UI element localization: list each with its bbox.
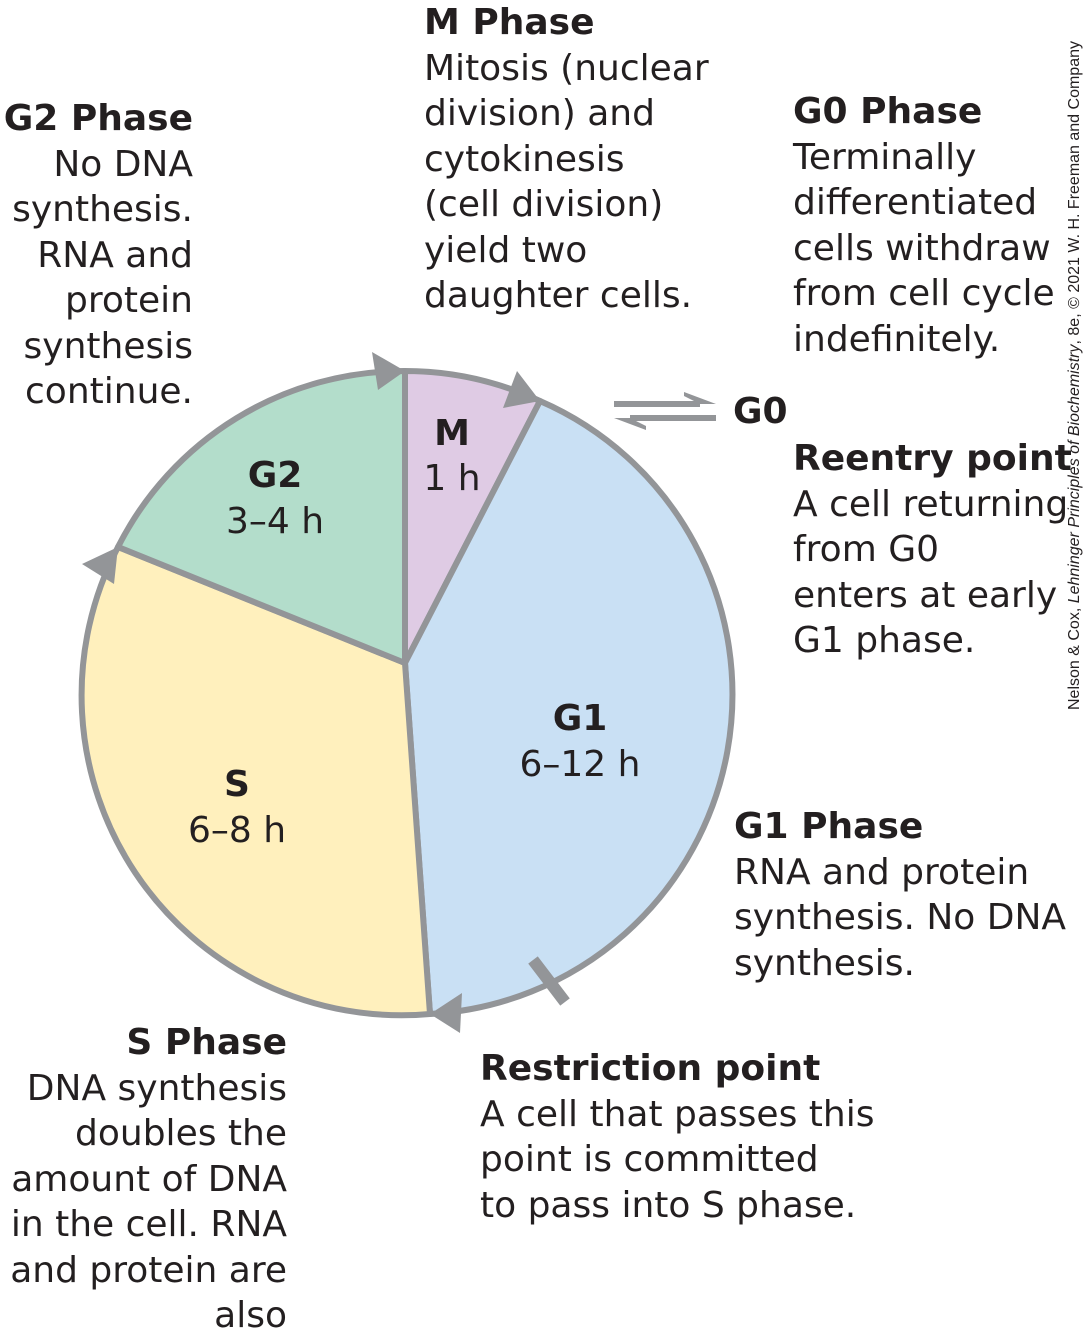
g2-phase-description: No DNA synthesis. RNA and protein synthe… bbox=[12, 143, 193, 413]
s-phase-title: S Phase bbox=[126, 1022, 287, 1063]
g1-phase-description: RNA and protein synthesis. No DNA synthe… bbox=[734, 851, 1067, 984]
copyright-credit: Nelson & Cox, Lehninger Principles of Bi… bbox=[1066, 41, 1084, 710]
g1-sector-duration: 6–12 h bbox=[520, 744, 641, 785]
g0-exchange-arrows bbox=[614, 392, 716, 430]
arrowhead-into-g2 bbox=[82, 547, 118, 584]
g2-sector-label: G2 bbox=[248, 455, 303, 496]
s-phase-description: DNA synthesis doubles the amount of DNA … bbox=[10, 1067, 287, 1337]
g0-phase-annotation: G0 Phase Terminally differentiated cells… bbox=[793, 89, 1055, 362]
g0-phase-description: Terminally differentiated cells withdraw… bbox=[793, 136, 1055, 360]
m-phase-description: Mitosis (nuclear division) and cytokines… bbox=[424, 47, 709, 317]
g2-phase-annotation: G2 Phase No DNA synthesis. RNA and prote… bbox=[4, 96, 193, 415]
arrowhead-into-g1 bbox=[503, 371, 540, 408]
m-sector-duration: 1 h bbox=[423, 458, 480, 499]
restriction-point-annotation: Restriction point A cell that passes thi… bbox=[480, 1046, 874, 1228]
restriction-point-marker bbox=[528, 956, 570, 1006]
s-sector-duration: 6–8 h bbox=[188, 810, 286, 851]
g1-phase-annotation: G1 Phase RNA and protein synthesis. No D… bbox=[734, 804, 1066, 986]
g2-sector bbox=[115, 367, 408, 666]
g2-sector-duration: 3–4 h bbox=[226, 501, 324, 542]
m-phase-title: M Phase bbox=[424, 2, 595, 43]
reentry-point-title: Reentry point bbox=[793, 438, 1072, 479]
s-sector bbox=[78, 544, 433, 1019]
credit-suffix: , 8e, © 2021 W. H. Freeman and Company bbox=[1066, 40, 1083, 345]
reentry-point-annotation: Reentry point A cell returning from G0 e… bbox=[793, 436, 1072, 664]
reentry-point-description: A cell returning from G0 enters at early… bbox=[793, 483, 1069, 662]
s-sector-label: S bbox=[224, 764, 250, 805]
g0-label: G0 bbox=[733, 391, 788, 432]
m-sector-label: M bbox=[434, 413, 470, 454]
arrowhead-into-m bbox=[372, 352, 405, 390]
g2-phase-title: G2 Phase bbox=[3, 98, 193, 139]
s-phase-annotation: S Phase DNA synthesis doubles the amount… bbox=[0, 1020, 287, 1340]
credit-prefix: Nelson & Cox, bbox=[1066, 603, 1083, 710]
m-phase-annotation: M Phase Mitosis (nuclear division) and c… bbox=[424, 0, 709, 319]
g0-phase-title: G0 Phase bbox=[793, 91, 983, 132]
g1-phase-title: G1 Phase bbox=[734, 806, 924, 847]
g1-sector-label: G1 bbox=[553, 698, 608, 739]
arrowhead-into-s bbox=[430, 993, 462, 1033]
restriction-point-description: A cell that passes this point is committ… bbox=[480, 1093, 875, 1226]
restriction-point-title: Restriction point bbox=[480, 1048, 821, 1089]
credit-book-title: Lehninger Principles of Biochemistry bbox=[1066, 344, 1083, 604]
